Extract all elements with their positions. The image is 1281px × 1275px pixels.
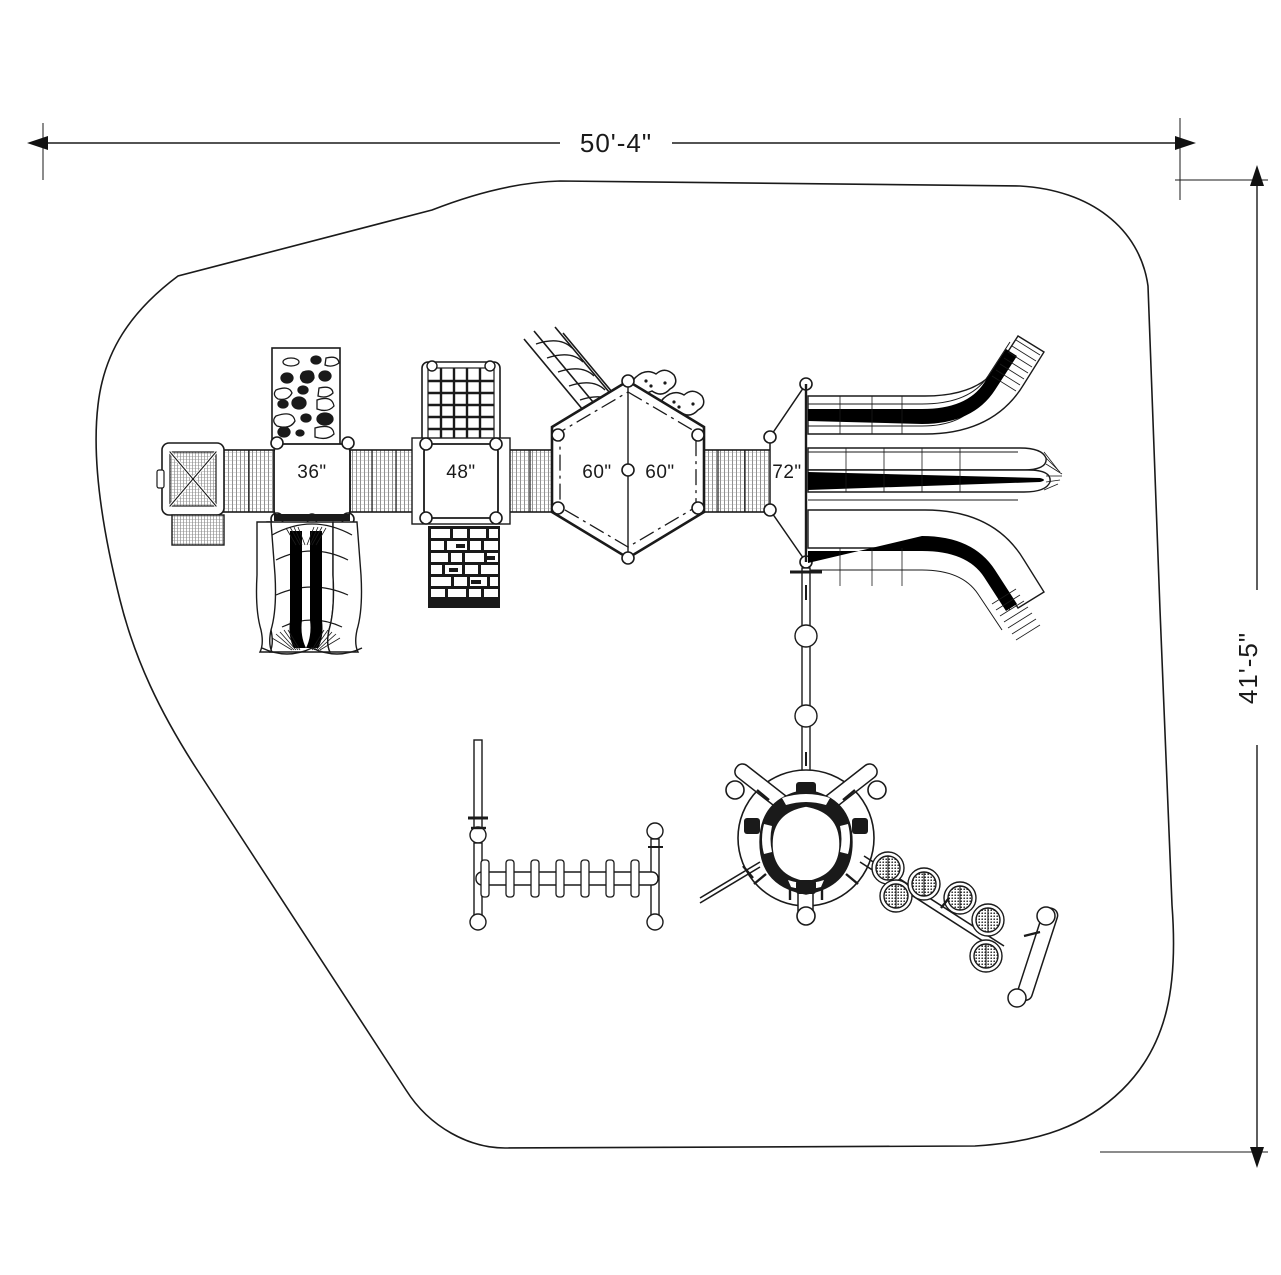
hexagon-deck-60 bbox=[550, 374, 706, 565]
stepping-pod-path bbox=[859, 851, 1059, 1008]
safety-zone-boundary bbox=[95, 180, 1175, 1149]
bridge-36-to-48 bbox=[349, 449, 419, 513]
triple-slide-array bbox=[807, 335, 1063, 641]
vertical-beam-rail bbox=[790, 567, 822, 781]
transfer-station-panel bbox=[156, 442, 225, 546]
spinner-hub bbox=[699, 763, 887, 926]
grid-climber-panel bbox=[421, 360, 501, 445]
deck-36-label: 36" bbox=[297, 462, 326, 483]
double-wave-slide bbox=[255, 521, 363, 655]
horizontal-dimension-label: 50'-4" bbox=[580, 128, 652, 158]
horizontal-dimension bbox=[27, 118, 1196, 200]
triangle-deck-72 bbox=[763, 377, 813, 569]
square-deck-48 bbox=[411, 437, 511, 525]
deck-48-label: 48" bbox=[446, 462, 475, 483]
bridge-transfer-to-36 bbox=[217, 449, 281, 513]
vertical-dimension bbox=[1100, 165, 1268, 1168]
block-climber-wall bbox=[428, 526, 500, 608]
deck-60-left-label: 60" bbox=[582, 462, 611, 483]
deck-72-label: 72" bbox=[772, 462, 801, 483]
vertical-dimension-label: 41'-5" bbox=[1233, 632, 1263, 704]
overhead-ladder bbox=[468, 739, 664, 931]
rock-climbing-wall bbox=[271, 347, 341, 447]
deck-60-right-label: 60" bbox=[645, 462, 674, 483]
